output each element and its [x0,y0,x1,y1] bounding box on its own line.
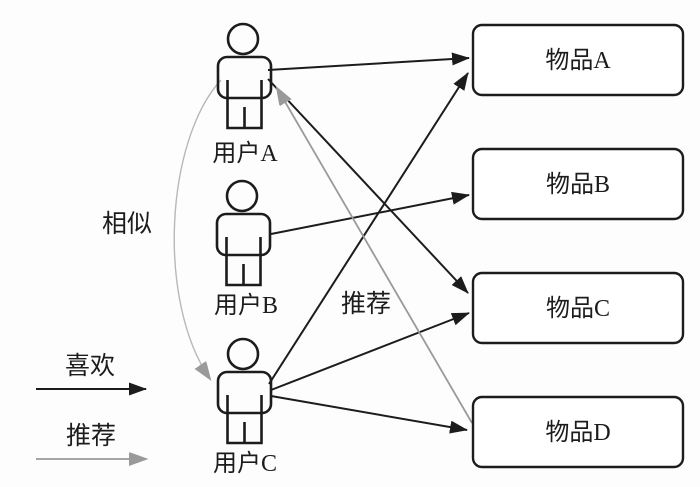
item-c-box [471,271,685,345]
user-c-label: 用户C [213,450,277,477]
item-b-box [471,147,685,221]
edge-similar-userA-userC [173,79,222,379]
user-b-head [225,179,259,213]
legend-recommend-label: 推荐 [66,422,116,450]
user-c-figure [216,337,273,445]
item-a-label: 物品A [545,47,611,74]
recommend-annotation: 推荐 [341,290,391,318]
similar-annotation: 相似 [102,210,152,238]
edge-like-userC-itemC [270,312,470,391]
user-a-label: 用户A [212,140,278,167]
legend: 喜欢 推荐 [36,352,146,459]
edge-like-userC-itemD [270,395,468,434]
legend-like-label: 喜欢 [65,352,115,380]
item-d-box [471,395,685,469]
item-d-label: 物品D [545,419,610,446]
edge-like-userB-itemB [270,191,470,235]
user-c-torso [216,370,273,415]
user-b-figure [215,179,272,287]
edge-like-userA-itemC [267,78,469,294]
user-a-head [226,22,260,56]
user-c-head [226,337,260,371]
user-b-torso [215,212,272,257]
edge-recommend-itemD-userA [277,88,473,424]
user-a-figure [216,22,273,130]
item-b-label: 物品B [546,171,610,198]
item-a-box [471,23,685,97]
edge-like-userA-itemA [267,52,470,71]
item-c-label: 物品C [546,295,610,322]
user-a-torso [216,55,273,100]
edge-like-userC-itemA [268,72,469,385]
user-b-label: 用户B [214,292,278,319]
